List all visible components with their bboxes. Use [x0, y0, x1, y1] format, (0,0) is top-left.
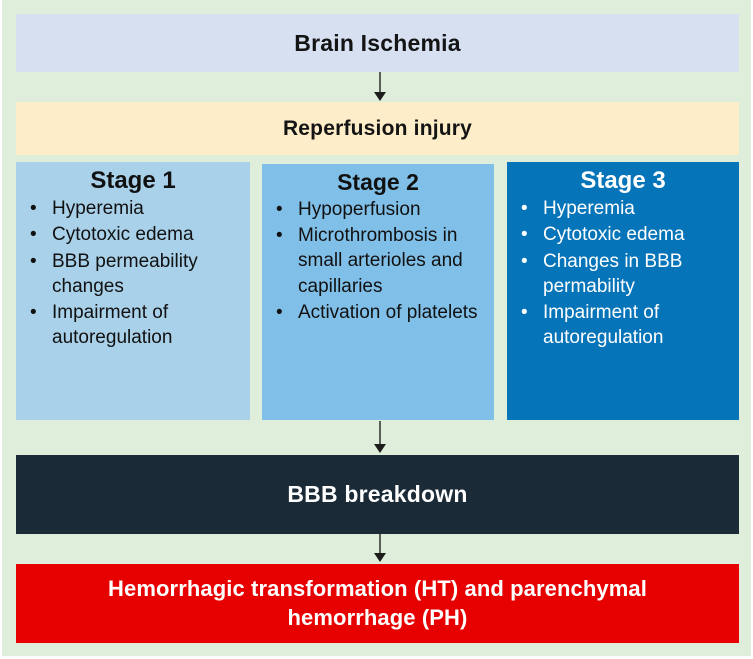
- arrow-head: [374, 92, 386, 101]
- arrow-shaft: [379, 421, 381, 446]
- stage-2-list: • Hypoperfusion • Microthrombosis in small…: [268, 197, 488, 324]
- bullet-icon: •: [276, 225, 283, 247]
- stage-1-item-1: Cytotoxic edema: [52, 224, 194, 246]
- stage-3-title: Stage 3: [580, 167, 666, 194]
- node-brain-ischemia-label: Brain Ischemia: [294, 29, 461, 56]
- node-stage-1: Stage 1 • Hyperemia • Cytotoxic edema • BBB…: [16, 162, 250, 420]
- node-hemorrhagic-transformation-label: Hemorrhagic transformation (HT) and pare…: [108, 576, 647, 630]
- bullet-icon: •: [521, 198, 528, 220]
- list-item: • Microthrombosis in small arterioles and…: [268, 223, 488, 298]
- node-bbb-breakdown-label: BBB breakdown: [287, 481, 468, 507]
- list-item: • Cytotoxic edema: [513, 222, 733, 247]
- bullet-icon: •: [276, 199, 283, 221]
- stage-2-title: Stage 2: [337, 169, 419, 195]
- bullet-icon: •: [30, 301, 37, 323]
- node-bbb-breakdown: BBB breakdown: [16, 455, 739, 534]
- list-item: • Changes in BBB permability: [513, 249, 733, 299]
- stage-3-item-1: Cytotoxic edema: [543, 224, 685, 246]
- stage-1-item-0: Hyperemia: [52, 198, 144, 220]
- list-item: • Hypoperfusion: [268, 197, 488, 222]
- stage-2-item-2: Activation of platelets: [298, 301, 478, 323]
- stage-1-list: • Hyperemia • Cytotoxic edema • BBB permeab…: [22, 196, 244, 349]
- node-stage-3: Stage 3 • Hyperemia • Cytotoxic edema • Cha…: [507, 162, 739, 420]
- stage-1-item-3: Impairment of autoregulation: [52, 301, 173, 348]
- node-stage-2: Stage 2 • Hypoperfusion • Microthrombosis …: [262, 164, 494, 420]
- bullet-icon: •: [30, 250, 37, 272]
- bullet-icon: •: [521, 301, 528, 323]
- stage-2-item-1: Microthrombosis in small arterioles and …: [298, 225, 463, 297]
- stage-1-item-2: BBB permeability changes: [52, 250, 198, 297]
- list-item: • Impairment of autoregulation: [22, 300, 244, 350]
- list-item: • Cytotoxic edema: [22, 222, 244, 247]
- stage-3-item-3: Impairment of autoregulation: [543, 301, 664, 348]
- arrow-stages-to-bbb-icon: [372, 421, 388, 455]
- bullet-icon: •: [521, 250, 528, 272]
- bullet-icon: •: [276, 301, 283, 323]
- arrow-head: [374, 553, 386, 562]
- arrow-ischemia-to-reperfusion-icon: [372, 72, 388, 102]
- arrow-shaft: [379, 534, 381, 555]
- stage-2-item-0: Hypoperfusion: [298, 199, 421, 221]
- arrow-head: [374, 444, 386, 453]
- node-reperfusion-injury-label: Reperfusion injury: [282, 116, 473, 140]
- stage-3-list: • Hyperemia • Cytotoxic edema • Changes in …: [513, 196, 733, 349]
- node-hemorrhagic-transformation: Hemorrhagic transformation (HT) and pare…: [16, 564, 739, 643]
- list-item: • Impairment of autoregulation: [513, 300, 733, 350]
- stage-3-item-2: Changes in BBB permability: [543, 250, 683, 297]
- bullet-icon: •: [521, 224, 528, 246]
- bullet-icon: •: [30, 224, 37, 246]
- node-brain-ischemia: Brain Ischemia: [16, 14, 739, 72]
- arrow-shaft: [379, 72, 381, 94]
- stage-3-item-0: Hyperemia: [543, 198, 635, 220]
- list-item: • Hyperemia: [513, 196, 733, 221]
- list-item: • Activation of platelets: [268, 300, 488, 325]
- list-item: • Hyperemia: [22, 196, 244, 221]
- bullet-icon: •: [30, 198, 37, 220]
- node-reperfusion-injury: Reperfusion injury: [16, 102, 739, 155]
- list-item: • BBB permeability changes: [22, 249, 244, 299]
- stage-1-title: Stage 1: [90, 167, 176, 194]
- arrow-bbb-to-hemorrhage-icon: [372, 534, 388, 564]
